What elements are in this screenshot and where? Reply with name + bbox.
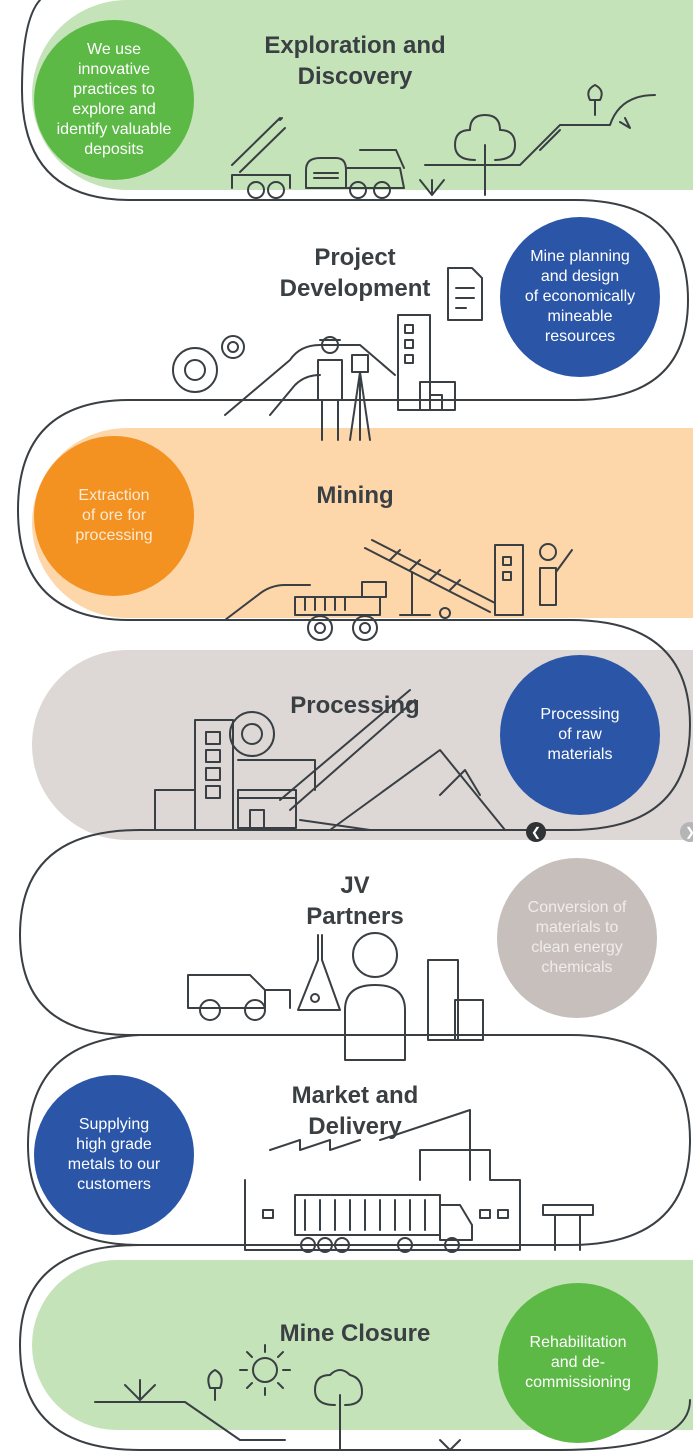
desc-line: clean energy (531, 939, 623, 956)
title-line: Market and (291, 1082, 419, 1109)
document-icon (447, 267, 483, 321)
drill-rig-icon (231, 117, 347, 199)
desc-line: and de- (550, 1354, 606, 1371)
desc-line: mineable (547, 308, 613, 325)
desc-line: Conversion of (527, 899, 627, 916)
title-line: Project (314, 244, 396, 271)
title-line: Exploration and (264, 32, 446, 59)
desc-line: Supplying (78, 1116, 150, 1133)
stage-desc-market-delivery: Supplying high grade metals to our custo… (34, 1075, 194, 1235)
desc-line: We use (87, 41, 141, 58)
desc-line: chemicals (541, 959, 613, 976)
desc-line: materials to (535, 919, 619, 936)
sun-icon (239, 1344, 291, 1396)
desc-line: resources (544, 328, 616, 345)
title-line: JV (340, 872, 370, 899)
desc-line: metals to our (67, 1156, 161, 1173)
desc-line: processing (75, 527, 153, 544)
stage-title-exploration: Exploration and Discovery (225, 30, 485, 92)
warehouse-icon (244, 1109, 521, 1251)
stage-title-processing: Processing (240, 690, 470, 721)
buildings-icon (397, 314, 456, 411)
conveyor-icon (364, 539, 496, 619)
stage-desc-project-development: Mine planning and design of economically… (500, 217, 660, 377)
stage-title-mining: Mining (240, 480, 470, 511)
desc-line: of economically (524, 288, 636, 305)
title-line: Processing (290, 692, 420, 719)
chevron-left-icon[interactable]: ❮ (526, 822, 546, 842)
landscape-icon (419, 84, 656, 196)
flask-icon (297, 934, 341, 1011)
stage-desc-jv-partners: Conversion of materials to clean energy … (497, 858, 657, 1018)
building-icon-jv (427, 959, 484, 1041)
desc-line: innovative (77, 61, 151, 78)
stage-desc-mine-closure: Rehabilitation and de- commissioning (498, 1283, 658, 1443)
scientist-icon (344, 932, 406, 1061)
container-truck-icon (294, 1194, 473, 1253)
gear-icon-jv (229, 711, 275, 757)
desc-line: practices to (73, 81, 155, 98)
desc-line: of ore for (81, 507, 147, 524)
desc-line: high grade (76, 1136, 152, 1153)
desc-line: Extraction (78, 487, 150, 504)
dump-truck-icon-jv (187, 974, 291, 1021)
title-line: Mine Closure (279, 1320, 431, 1347)
desc-line: identify valuable (56, 121, 172, 138)
desc-line: explore and (72, 101, 156, 118)
stage-desc-exploration: We use innovative practices to explore a… (34, 20, 194, 180)
chevron-right-icon[interactable]: ❯ (680, 822, 693, 842)
desc-line: Rehabilitation (529, 1334, 627, 1351)
desc-line: customers (77, 1176, 151, 1193)
hill-icon (224, 584, 311, 621)
stage-desc-processing: Processing of raw materials (500, 655, 660, 815)
desc-line: deposits (84, 141, 144, 158)
truck-icon (345, 149, 405, 199)
stage-title-project-development: Project Development (240, 242, 470, 304)
dump-truck-icon (294, 581, 387, 641)
road-hill-icon (224, 344, 396, 416)
title-line: Delivery (308, 1113, 402, 1140)
landscape-closure-icon (94, 1369, 461, 1451)
stage-desc-mining: Extraction of ore for processing (34, 436, 194, 596)
title-line: Partners (306, 903, 404, 930)
gears-icon (172, 335, 245, 393)
processing-plant-icon (144, 689, 506, 831)
title-line: Mining (316, 482, 394, 509)
table-icon (542, 1204, 594, 1251)
desc-line: Processing (540, 706, 620, 723)
worker-icon (494, 543, 573, 616)
desc-line: of raw (558, 726, 602, 743)
desc-line: Mine planning (530, 248, 630, 265)
title-line: Discovery (297, 63, 413, 90)
title-line: Development (279, 275, 431, 302)
desc-line: materials (547, 746, 613, 763)
surveyor-icon (317, 336, 371, 441)
desc-line: commissioning (525, 1374, 631, 1391)
desc-line: and design (540, 268, 620, 285)
stage-title-market-delivery: Market and Delivery (240, 1080, 470, 1142)
stage-title-mine-closure: Mine Closure (240, 1318, 470, 1349)
stage-title-jv-partners: JV Partners (240, 870, 470, 932)
